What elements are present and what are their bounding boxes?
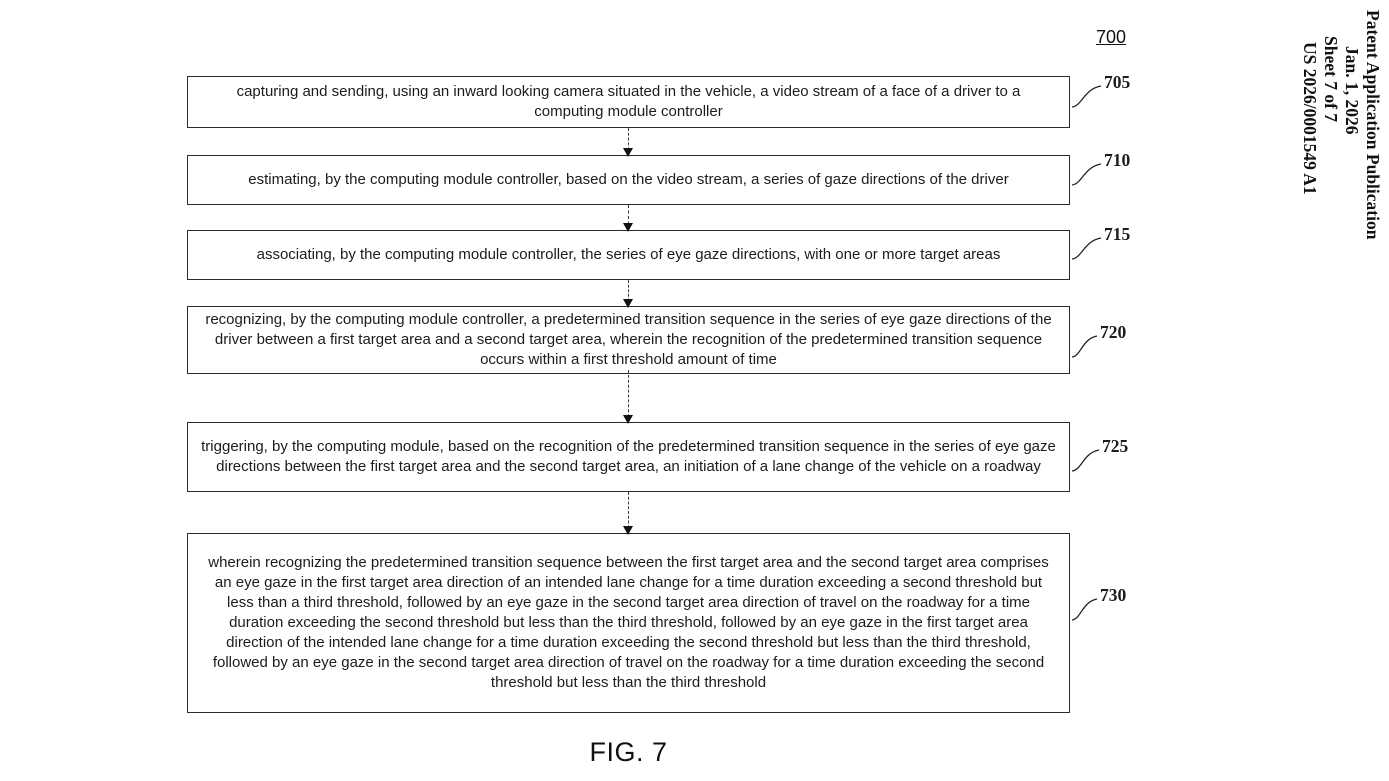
arrow-down-icon xyxy=(623,299,634,308)
patent-header: Patent Application Publication Jan. 1, 2… xyxy=(1299,0,1383,781)
flow-step-text: recognizing, by the computing module con… xyxy=(205,311,1052,368)
ref-number: 715 xyxy=(1104,224,1131,244)
sheet-number: Sheet 7 of 7 xyxy=(1321,36,1341,123)
flow-arrow-725-730 xyxy=(623,492,634,535)
leader-line-icon xyxy=(1072,163,1102,186)
flow-step-box-730: wherein recognizing the predetermined tr… xyxy=(187,533,1070,713)
arrow-down-icon xyxy=(623,148,634,157)
ref-label-715: 715 xyxy=(1072,224,1130,261)
flow-step-box-705: capturing and sending, using an inward l… xyxy=(187,76,1070,128)
document-number: US 2026/0001549 A1 xyxy=(1300,42,1320,195)
ref-number: 705 xyxy=(1104,72,1131,92)
ref-label-710: 710 xyxy=(1072,150,1130,187)
flow-step-box-725: triggering, by the computing module, bas… xyxy=(187,422,1070,492)
flow-step-box-710: estimating, by the computing module cont… xyxy=(187,155,1070,205)
flow-arrow-720-725 xyxy=(623,370,634,424)
leader-line-icon xyxy=(1072,598,1098,621)
arrow-down-icon xyxy=(623,223,634,232)
arrow-down-icon xyxy=(623,526,634,535)
publication-title: Patent Application Publication xyxy=(1363,10,1383,240)
flow-step-text: triggering, by the computing module, bas… xyxy=(201,438,1056,475)
flow-arrow-705-710 xyxy=(623,128,634,157)
flow-step-text: associating, by the computing module con… xyxy=(256,246,1001,263)
flow-step-box-715: associating, by the computing module con… xyxy=(187,230,1070,280)
flow-arrow-710-715 xyxy=(623,205,634,232)
ref-number: 725 xyxy=(1102,436,1129,456)
ref-label-730: 730 xyxy=(1072,585,1126,622)
ref-number: 720 xyxy=(1100,322,1127,342)
flow-step-box-720: recognizing, by the computing module con… xyxy=(187,306,1070,374)
flow-step-text: wherein recognizing the predetermined tr… xyxy=(208,554,1049,691)
leader-line-icon xyxy=(1072,335,1098,358)
leader-line-icon xyxy=(1072,449,1100,472)
ref-number: 730 xyxy=(1100,585,1127,605)
arrow-down-icon xyxy=(623,415,634,424)
flow-step-text: capturing and sending, using an inward l… xyxy=(236,83,1021,120)
ref-label-720: 720 xyxy=(1072,322,1126,359)
ref-number: 710 xyxy=(1104,150,1131,170)
leader-line-icon xyxy=(1072,85,1102,108)
publication-date: Jan. 1, 2026 xyxy=(1342,46,1362,135)
ref-label-725: 725 xyxy=(1072,436,1128,473)
leader-line-icon xyxy=(1072,237,1102,260)
figure-reference-number: 700 xyxy=(1096,27,1127,47)
figure-caption: FIG. 7 xyxy=(589,737,668,767)
ref-label-705: 705 xyxy=(1072,72,1130,109)
flow-arrow-715-720 xyxy=(623,280,634,308)
flow-step-text: estimating, by the computing module cont… xyxy=(248,171,1009,188)
